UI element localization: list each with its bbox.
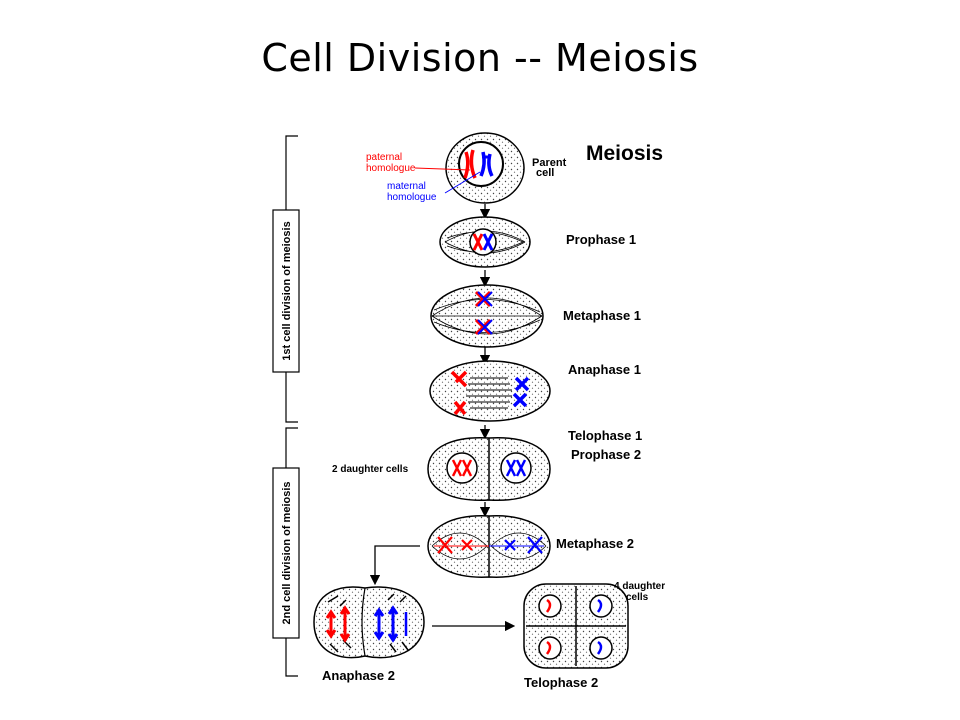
- anaphase1-cell: [429, 360, 551, 422]
- first-division-label: 1st cell division of meiosis: [281, 221, 293, 360]
- prophase1-cell: [439, 216, 531, 268]
- telophase2-cells: [523, 583, 629, 669]
- metaphase1-cell: [430, 284, 544, 348]
- anaphase2-label: Anaphase 2: [322, 668, 395, 683]
- telophase1-label: Telophase 1: [568, 428, 642, 443]
- second-division-label: 2nd cell division of meiosis: [281, 481, 293, 624]
- anaphase2-connector: [369, 545, 420, 586]
- four-daughter-label-line1: 4 daughter: [614, 581, 665, 592]
- second-division-bracket: 2nd cell division of meiosis: [272, 427, 300, 677]
- paternal-label-line1: paternal: [366, 152, 402, 163]
- metaphase1-label: Metaphase 1: [563, 308, 641, 323]
- slide-title: Cell Division -- Meiosis: [261, 36, 699, 80]
- diagram-heading: Meiosis: [586, 142, 663, 165]
- anaphase2-cells: [313, 586, 425, 659]
- parent-cell: [445, 132, 525, 204]
- paternal-label-line2: homologue: [366, 163, 416, 174]
- parent-cell-label-line2: cell: [536, 167, 554, 179]
- metaphase2-cells: [427, 515, 551, 578]
- telophase1-cells: [427, 437, 551, 501]
- maternal-label-line1: maternal: [387, 181, 426, 192]
- prophase2-label: Prophase 2: [571, 447, 641, 462]
- paternal-pointer: [414, 167, 471, 171]
- telophase2-label: Telophase 2: [524, 675, 598, 690]
- two-daughter-cells-label: 2 daughter cells: [332, 464, 409, 475]
- four-daughter-label-line2: cells: [626, 592, 649, 603]
- first-division-bracket: 1st cell division of meiosis: [272, 135, 300, 423]
- metaphase2-label: Metaphase 2: [556, 536, 634, 551]
- anaphase1-label: Anaphase 1: [568, 362, 641, 377]
- maternal-label-line2: homologue: [387, 192, 437, 203]
- maternal-pointer: [444, 171, 481, 194]
- parent-cell-label-line1: Parent: [532, 157, 567, 169]
- prophase1-label: Prophase 1: [566, 232, 636, 247]
